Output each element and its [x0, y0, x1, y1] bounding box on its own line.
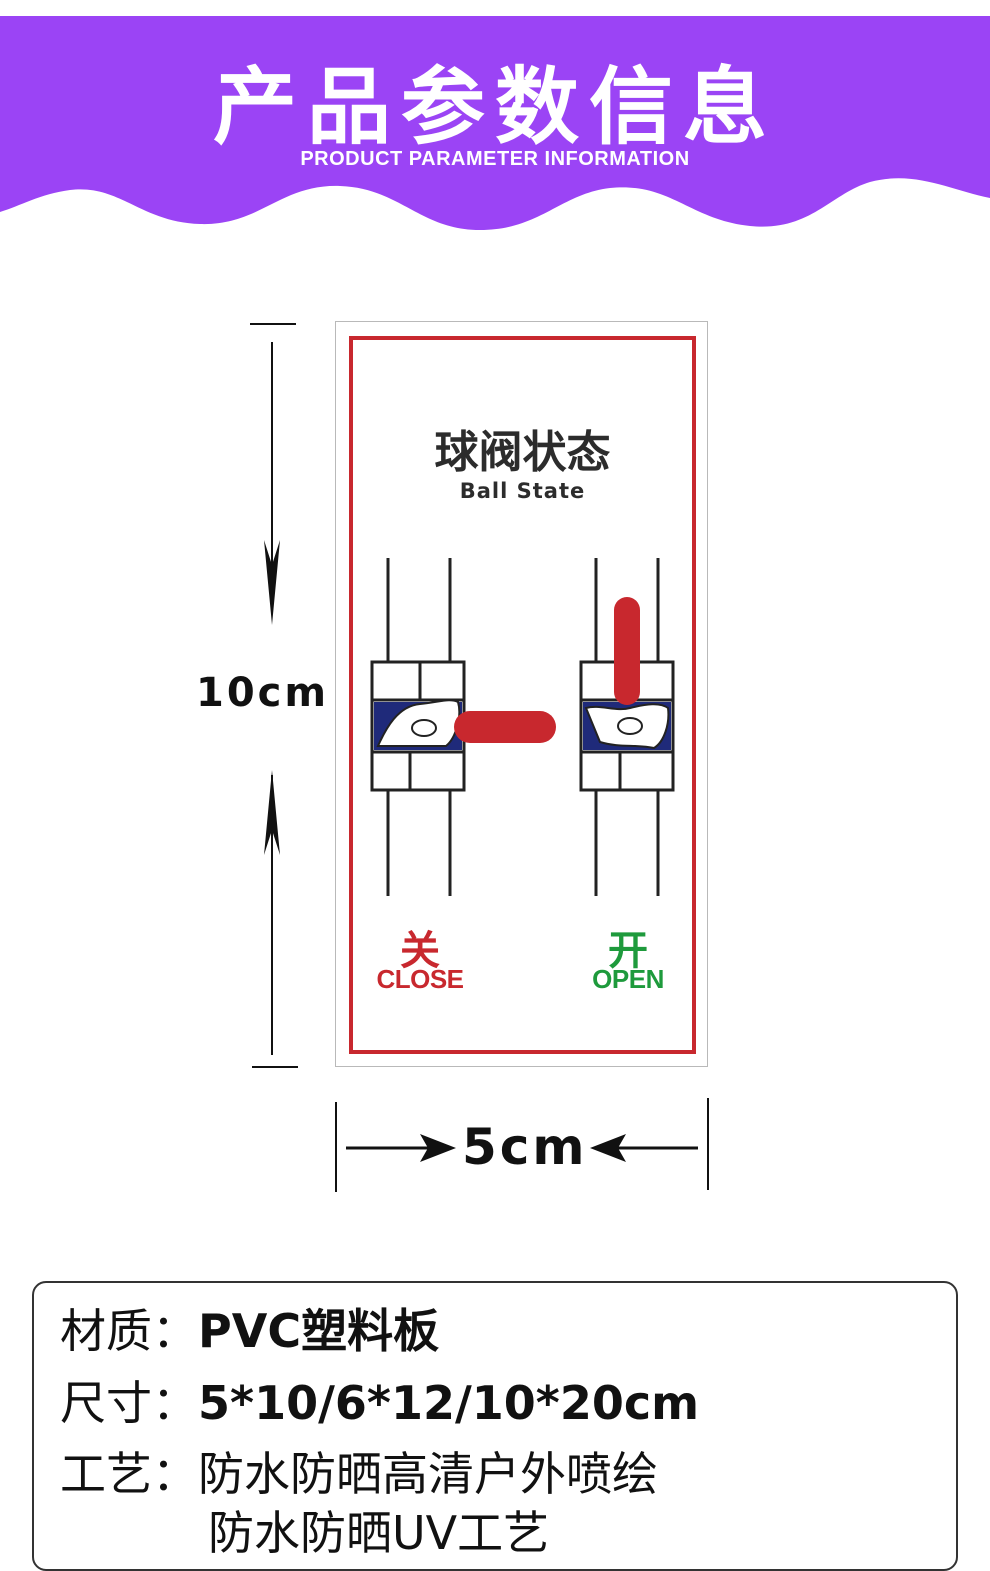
open-label-en: OPEN	[592, 964, 664, 994]
param-key: 尺寸：	[60, 1376, 198, 1430]
param-craft: 工艺：防水防晒高清户外喷绘	[60, 1438, 658, 1504]
sign-subtitle: Ball State	[459, 479, 586, 503]
param-value: 5*10/6*12/10*20cm	[198, 1376, 700, 1430]
height-label: 10cm	[196, 670, 330, 716]
height-dimension-arrow	[250, 323, 298, 1068]
banner-subtitle: PRODUCT PARAMETER INFORMATION	[300, 148, 690, 170]
wavy-banner-background	[0, 16, 990, 230]
sign-title: 球阀状态	[434, 427, 611, 478]
header-banner: 产品参数信息 PRODUCT PARAMETER INFORMATION	[0, 0, 990, 240]
width-label: 5cm	[462, 1118, 588, 1176]
param-key: 材质：	[60, 1304, 198, 1358]
banner-title: 产品参数信息	[212, 58, 777, 156]
open-label-cn: 开	[608, 929, 648, 973]
param-size: 尺寸：5*10/6*12/10*20cm	[60, 1367, 699, 1433]
dimension-drawing	[250, 323, 709, 1192]
param-value: PVC塑料板	[198, 1304, 440, 1358]
closed-valve-icon	[370, 558, 466, 896]
width-dimension-arrow	[335, 1098, 709, 1192]
param-material: 材质：PVC塑料板	[60, 1295, 439, 1361]
close-label-en: CLOSE	[376, 964, 464, 994]
close-label-cn: 关	[400, 929, 440, 973]
sign-red-border	[349, 336, 696, 1054]
valve-illustrations	[370, 558, 675, 896]
param-craft-extra: 防水防晒UV工艺	[208, 1497, 549, 1563]
param-value: 防水防晒高清户外喷绘	[198, 1447, 658, 1501]
param-key: 工艺：	[60, 1447, 198, 1501]
param-value: 防水防晒UV工艺	[208, 1506, 550, 1560]
